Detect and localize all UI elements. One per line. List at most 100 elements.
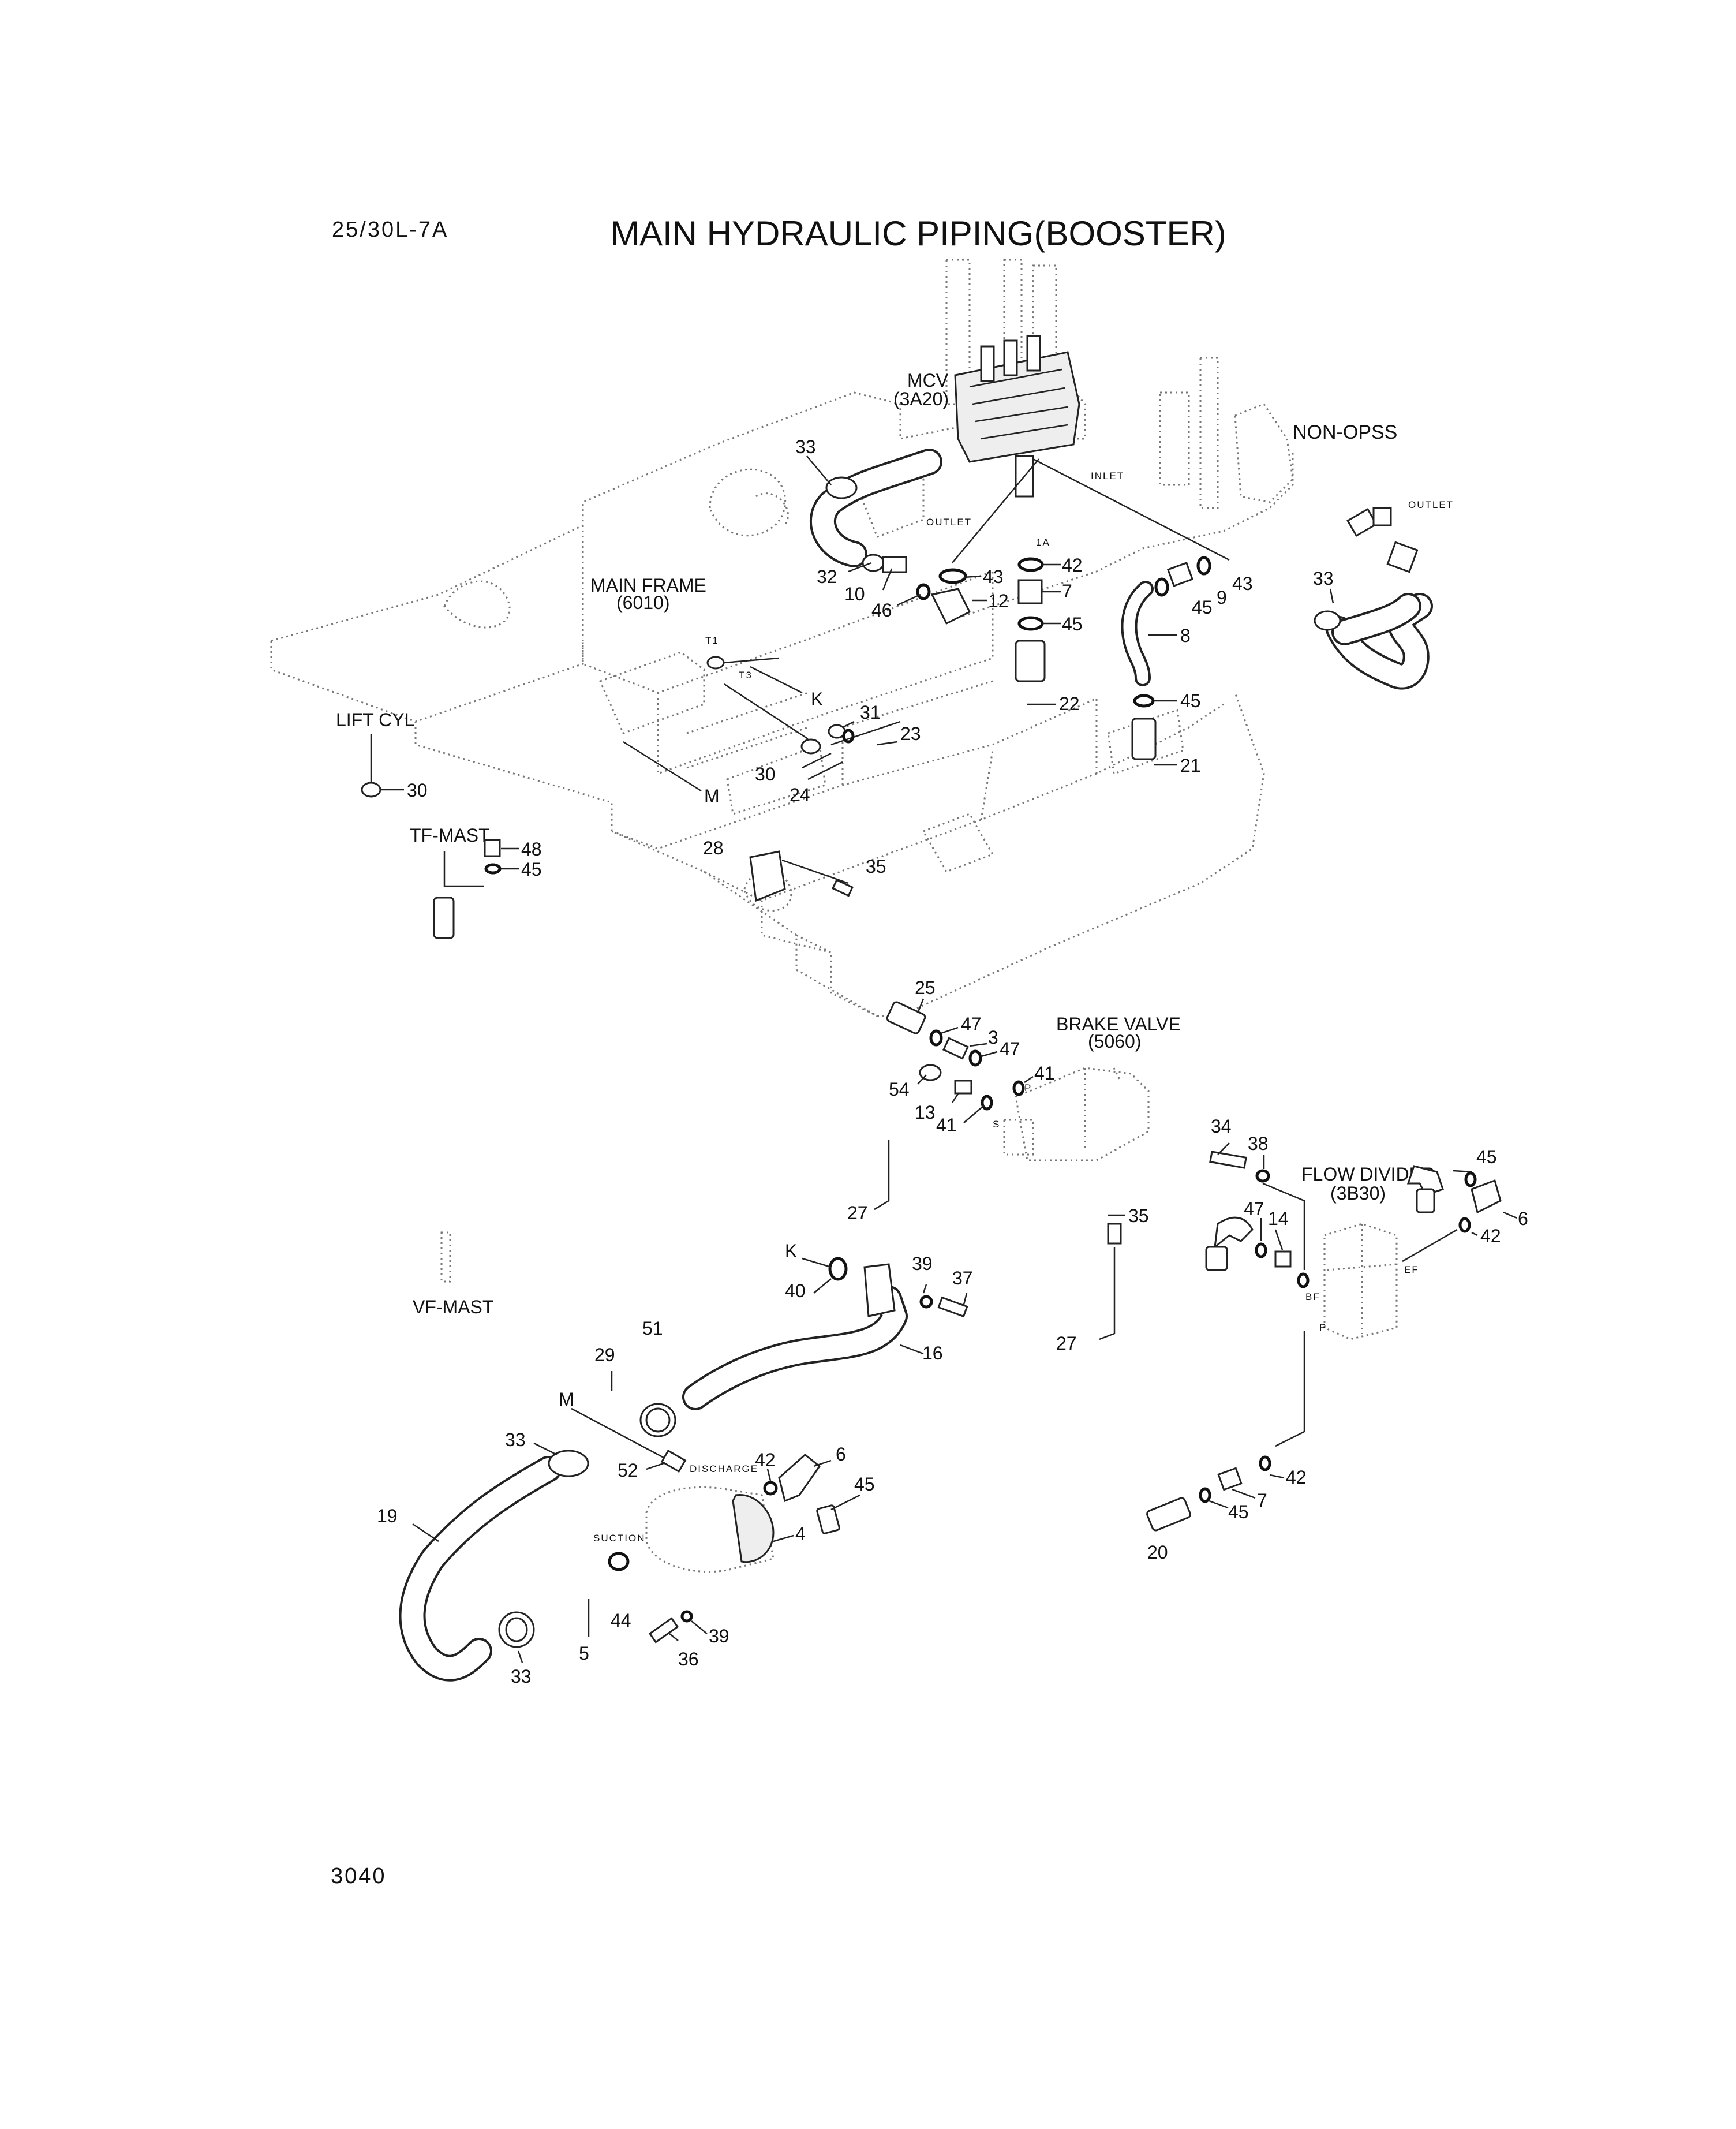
callout-47-a: 47: [961, 1014, 982, 1034]
oring-40: [828, 1257, 848, 1281]
brake-valve-label: BRAKE VALVE: [1056, 1014, 1181, 1034]
port-label-p-fd: P: [1319, 1322, 1327, 1333]
mcv-ref-label: (3A20): [893, 389, 949, 409]
port-label-discharge: DISCHARGE: [690, 1463, 758, 1474]
port-label-1a: 1A: [1036, 537, 1050, 548]
main-frame-outline: [270, 259, 1294, 1017]
model-code: 25/30L-7A: [332, 218, 448, 242]
elbow-fd-left: [1214, 1216, 1254, 1249]
washer-39-a: [919, 1295, 933, 1309]
hose-8: [1121, 581, 1154, 686]
callout-52: 52: [618, 1460, 638, 1481]
washer-39-b: [680, 1610, 693, 1623]
hose-end-fd-left: [1205, 1246, 1228, 1271]
callout-10: 10: [844, 584, 865, 604]
callout-47-b: 47: [1000, 1039, 1020, 1059]
callout-47-c: 47: [1244, 1198, 1264, 1219]
callout-27-a: 27: [847, 1202, 868, 1223]
oring-bf: [1297, 1272, 1310, 1288]
oring-45-a: [1017, 616, 1044, 631]
callout-40: 40: [785, 1280, 806, 1301]
callout-45-g: 45: [854, 1474, 875, 1495]
mcv-valve-block: [954, 335, 1080, 498]
port-label-outlet-nonopss: OUTLET: [1408, 499, 1454, 510]
oring-43-b: [1196, 556, 1211, 576]
connector-3: [942, 1037, 969, 1060]
leader-27-b: [1099, 1247, 1116, 1340]
callout-14: 14: [1268, 1208, 1289, 1229]
hose-end-20: [1146, 1497, 1191, 1532]
oring-42-b: [1458, 1217, 1471, 1233]
bracket-28: [749, 850, 786, 902]
callout-23: 23: [900, 723, 921, 744]
tf-mast-label: TF-MAST: [410, 825, 490, 846]
callout-45-e: 45: [1476, 1146, 1497, 1167]
page-number: 3040: [331, 1864, 387, 1888]
tf-mast-fitting: [433, 897, 455, 939]
oring-47-a: [929, 1029, 943, 1047]
port-label-outlet-mcv: OUTLET: [926, 517, 972, 528]
oring-46: [916, 583, 931, 600]
callout-35-b: 35: [1128, 1205, 1149, 1226]
hose-32: [809, 449, 942, 567]
callout-30-b: 30: [407, 780, 428, 801]
callout-k-upper: K: [811, 689, 823, 709]
callout-45-f: 45: [1228, 1501, 1249, 1522]
oring-45-c: [1133, 694, 1155, 708]
fitting-10: [882, 556, 907, 573]
non-opss-label: NON-OPSS: [1293, 421, 1397, 443]
hose-end-25: [886, 1001, 926, 1034]
callout-29: 29: [594, 1344, 615, 1365]
oring-45-d: [484, 863, 502, 875]
port-label-bf: BF: [1305, 1291, 1320, 1302]
oring-47-c: [1255, 1242, 1267, 1258]
leader-lines: [380, 455, 1517, 1663]
flange-16: [863, 1263, 896, 1317]
connector-7-a: [1017, 579, 1043, 604]
callout-4: 4: [795, 1523, 806, 1544]
callout-21: 21: [1180, 755, 1201, 776]
oring-45-b: [1154, 577, 1169, 597]
bolt-36: [648, 1617, 679, 1644]
callout-numbers: 33 32 10 46 43 12 42 7 45 9 45 43 8 45 2…: [377, 436, 1528, 1687]
callout-16: 16: [922, 1343, 943, 1364]
fitting-30-lift: [361, 782, 381, 798]
elbow-12: [930, 588, 971, 625]
fitting-21: [1131, 718, 1157, 760]
oring-suction: [608, 1552, 630, 1571]
callout-33-b: 33: [511, 1666, 532, 1687]
callout-19: 19: [377, 1506, 398, 1526]
hose-end-fd-right: [1416, 1188, 1435, 1213]
pipe-fd-bf: [1262, 1182, 1305, 1270]
callout-45-b: 45: [1192, 597, 1213, 618]
callout-42-d: 42: [755, 1450, 776, 1470]
pump-body: [645, 1486, 775, 1573]
callout-35-a: 35: [866, 856, 886, 877]
port-label-t3: T3: [739, 670, 753, 681]
hose-end-22: [1015, 640, 1046, 682]
connector-14: [1274, 1250, 1292, 1268]
callout-39-b: 39: [709, 1626, 729, 1646]
main-frame-ref-label: (6010): [616, 592, 670, 613]
vf-mast-fitting: [440, 1231, 451, 1283]
washer-38: [1255, 1169, 1270, 1183]
callout-39-a: 39: [912, 1253, 933, 1274]
callout-28: 28: [703, 838, 724, 858]
oring-42-c: [1259, 1455, 1271, 1471]
callout-25: 25: [915, 977, 936, 998]
callout-3: 3: [988, 1027, 998, 1048]
brake-valve: [1003, 1067, 1150, 1161]
callout-37: 37: [952, 1268, 973, 1288]
callout-36: 36: [678, 1649, 699, 1669]
callout-38: 38: [1248, 1133, 1269, 1154]
fitting-52: [660, 1449, 687, 1473]
pipe-16: [682, 1286, 908, 1410]
fitting-9: [1166, 562, 1194, 587]
callout-45-c: 45: [1180, 690, 1201, 711]
callout-42-a: 42: [1062, 555, 1083, 576]
callout-34: 34: [1211, 1116, 1232, 1137]
hose-clamp-33-top: [825, 476, 858, 499]
oring-41-a: [1012, 1080, 1025, 1096]
pipe-fd-p: [1275, 1331, 1305, 1447]
